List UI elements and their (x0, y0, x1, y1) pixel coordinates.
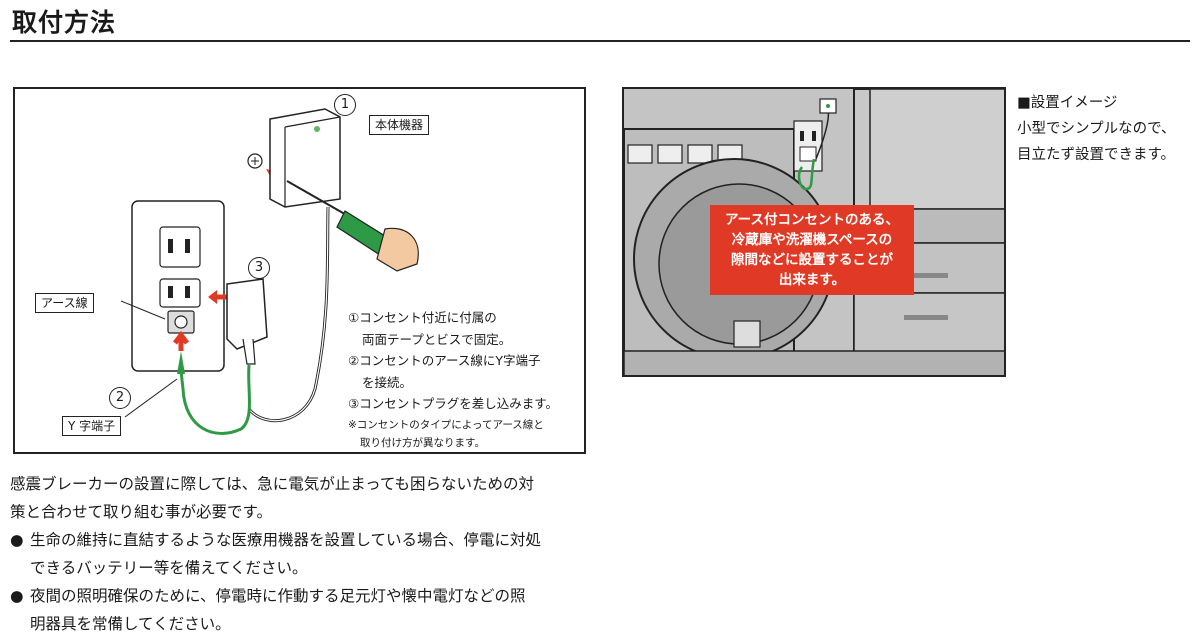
step-line: ③コンセントプラグを差し込みます。 (348, 396, 558, 411)
intro-line: 感震ブレーカーの設置に際しては、急に電気が止まっても困らないための対 (10, 475, 535, 493)
callout-line: アース付コンセントのある、 (724, 212, 899, 228)
callout-line: 冷蔵庫や洗濯機スペースの (731, 232, 893, 248)
title-divider (10, 40, 1190, 42)
main-unit-label: 本体機器 (369, 115, 430, 135)
earth-wire-label: アース線 (35, 293, 94, 313)
wall-outlet (793, 120, 823, 172)
bullet-icon: ● (10, 531, 24, 549)
step-number-1: 1 (334, 94, 356, 116)
step-line: ①コンセント付近に付属の (348, 310, 497, 325)
screwdriver-shaft (286, 180, 351, 218)
installation-caption: ■設置イメージ 小型でシンプルなので、 目立たず設置できます。 (1017, 90, 1175, 168)
bullet-icon: ● (10, 587, 24, 605)
bullet-item: ● 夜間の照明確保のために、停電時に作動する足元灯や懐中電灯などの照 明器具を常… (10, 582, 600, 638)
installation-illustration (120, 108, 419, 435)
callout-line: 出来ます。 (778, 272, 846, 288)
y-terminal-label: Y 字端子 (62, 416, 122, 436)
callout-line: 隙間などに設置することが (731, 252, 893, 268)
earth-wire-green (179, 364, 251, 435)
main-unit-body (269, 108, 341, 208)
install-note: ※コンセントのタイプによってアース線と (348, 418, 544, 431)
caption-line: 小型でシンプルなので、 (1017, 121, 1176, 137)
y-terminal-leader (124, 378, 178, 418)
page-title: 取付方法 (12, 8, 117, 37)
caption-line: 目立たず設置できます。 (1017, 147, 1176, 163)
install-note: 取り付け方が異なります。 (360, 436, 485, 449)
bullet-line: 夜間の照明確保のために、停電時に作動する足元灯や懐中電灯などの照 (30, 587, 526, 605)
step-number-3: 3 (248, 257, 270, 279)
bullet-line: できるバッテリー等を備えてください。 (30, 559, 308, 577)
step-number-2: 2 (109, 387, 131, 409)
outlet-socket-lower (159, 278, 201, 308)
step-line: を接続。 (362, 374, 413, 390)
bullet-line: 生命の維持に直結するような医療用機器を設置している場合、停電に対処 (30, 531, 542, 549)
earth-wire-leader (120, 300, 166, 320)
installation-diagram: 1 本体機器 3 アース線 2 Y 字端子 ①コンセント付近に付属の 両面テープ… (13, 87, 586, 454)
install-steps: ①コンセント付近に付属の 両面テープとビスで固定。 ②コンセントのアース線にY字… (348, 307, 558, 451)
outlet-socket-upper (159, 226, 201, 268)
installation-image: アース付コンセントのある、 冷蔵庫や洗濯機スペースの 隙間などに設置することが … (622, 87, 1006, 377)
power-plug (226, 278, 268, 350)
bullet-line: 明器具を常備してください。 (30, 615, 231, 633)
step-line: 両面テープとビスで固定。 (362, 331, 512, 347)
precaution-text: 感震ブレーカーの設置に際しては、急に電気が止まっても困らないための対 策と合わせ… (10, 470, 600, 638)
feature-callout: アース付コンセントのある、 冷蔵庫や洗濯機スペースの 隙間などに設置することが … (710, 205, 914, 295)
intro-line: 策と合わせて取り組む事が必要です。 (10, 503, 272, 521)
hand-icon (376, 227, 419, 272)
bullet-item: ● 生命の維持に直結するような医療用機器を設置している場合、停電に対処 できるバ… (10, 526, 600, 582)
arrow-up-icon (173, 330, 189, 351)
caption-line: ■設置イメージ (1017, 95, 1118, 111)
step-line: ②コンセントのアース線にY字端子 (348, 353, 541, 368)
